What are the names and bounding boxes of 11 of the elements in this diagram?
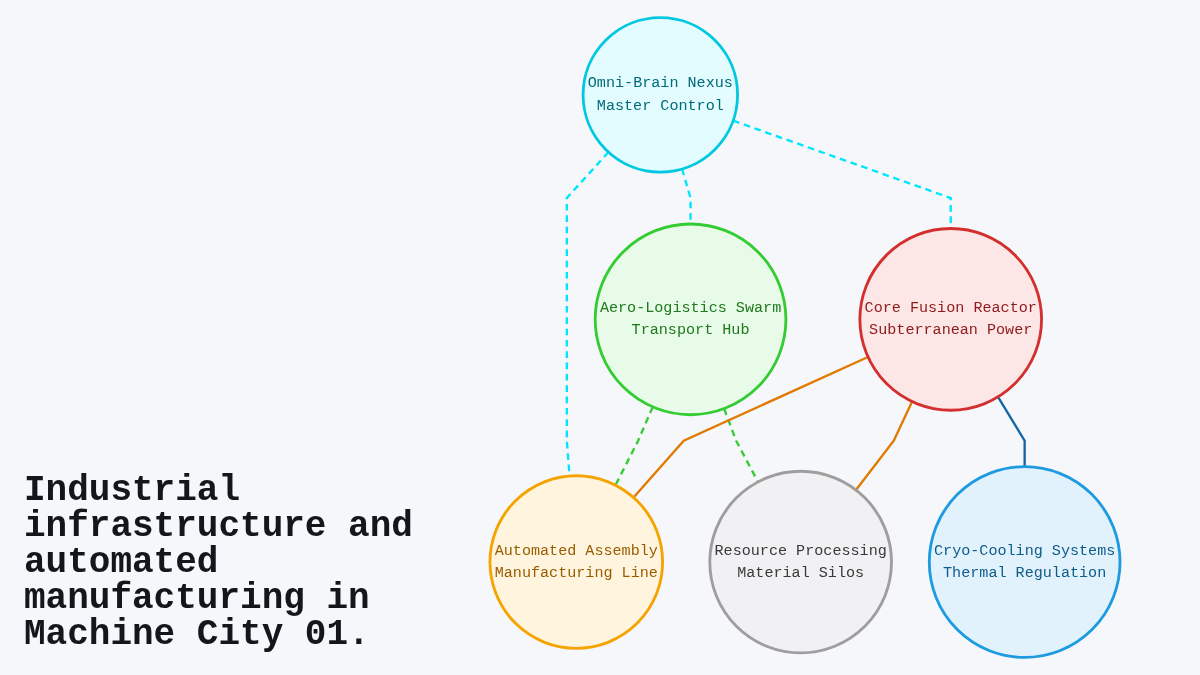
connector (855, 401, 914, 491)
node-circle: Omni-Brain Nexus Master Control (581, 16, 739, 174)
node-circle: Core Fusion Reactor Subterranean Power (858, 227, 1043, 412)
node-circle: Resource Processing Material Silos (708, 469, 893, 655)
node-circle: Automated Assembly Manufacturing Line (488, 474, 664, 650)
connector (997, 396, 1026, 467)
connector (632, 355, 869, 499)
diagram-title: Industrial infrastructure and automated manufacturing in Machine City 01. (24, 473, 414, 653)
node-circle: Cryo-Cooling Systems Thermal Regulation (927, 465, 1122, 659)
connector (614, 406, 654, 486)
node-circle: Aero-Logistics Swarm Transport Hub (593, 222, 788, 417)
